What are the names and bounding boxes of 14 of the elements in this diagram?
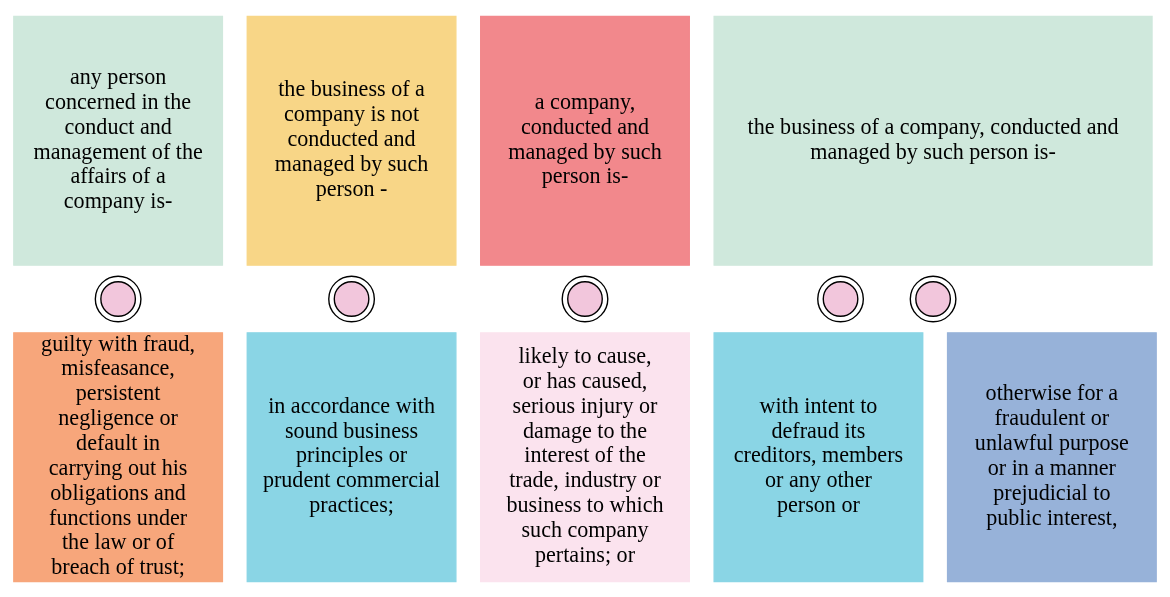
- node-circle: [328, 275, 376, 322]
- node-box: in accordance with sound business principles or prudent commercial practices;: [246, 331, 457, 582]
- node-box: with intent to defraud its creditors, members or any other person or: [713, 331, 924, 582]
- node-circle: [817, 275, 865, 322]
- node-box: guilty with fraud, misfeasance, persistent negligence or default in carrying out his obligations and functions under the law or of breach of trust;: [13, 331, 224, 582]
- node-box: otherwise for a fraudulent or unlawful purpose or in a manner prejudicial to public interest,: [946, 331, 1157, 582]
- node-circle: [561, 275, 609, 322]
- node-circle: [909, 275, 957, 322]
- node-box: likely to cause, or has caused, serious injury or damage to the interest of the trade, industry or business to which such company pertains; or: [480, 331, 690, 582]
- node-circle: [94, 275, 142, 322]
- node-box: a company, conducted and managed by such person is-: [480, 15, 690, 266]
- node-box: any person concerned in the conduct and management of the affairs of a company is-: [13, 15, 224, 266]
- node-box: the business of a company, conducted and managed by such person is-: [713, 15, 1153, 266]
- node-box: the business of a company is not conducted and managed by such person -: [246, 15, 457, 266]
